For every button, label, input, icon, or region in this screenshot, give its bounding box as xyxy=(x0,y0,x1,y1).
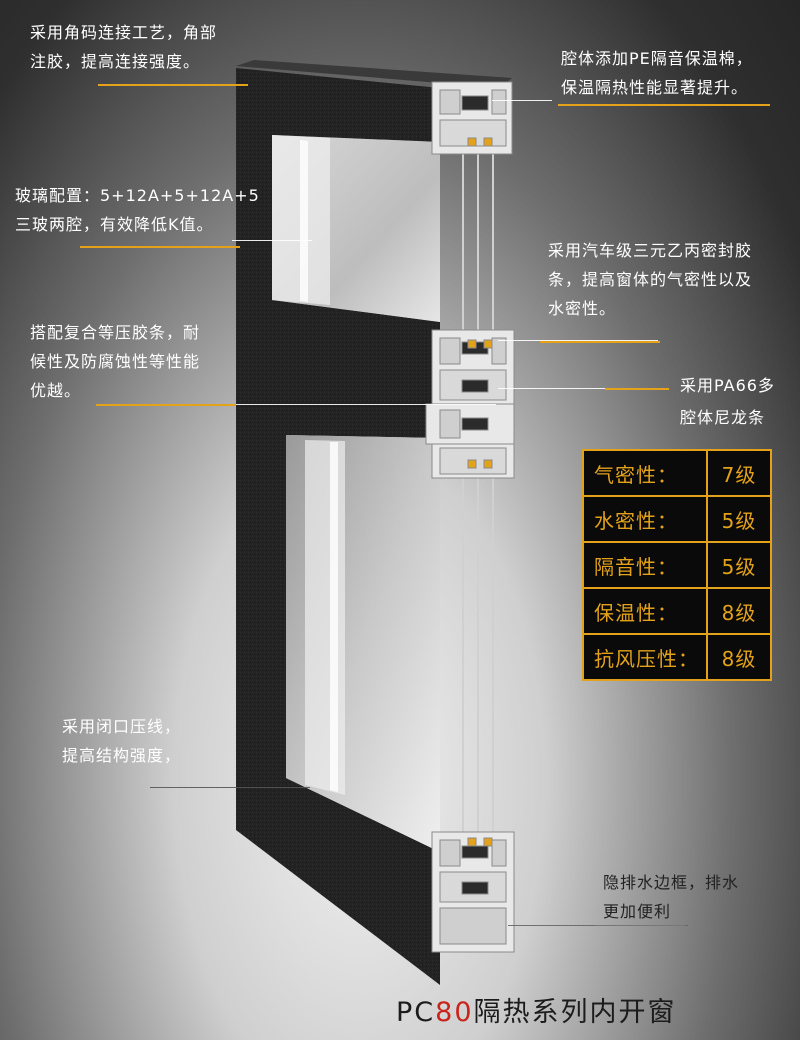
leader-pe xyxy=(492,100,552,101)
spec-value: 8级 xyxy=(706,633,772,681)
leader-epdm xyxy=(498,340,658,341)
callout-strip: 搭配复合等压胶条，耐 候性及防腐蚀性等性能 优越。 xyxy=(30,323,201,400)
profile-top xyxy=(431,81,513,155)
callout-corner: 采用角码连接工艺，角部 注胶，提高连接强度。 xyxy=(30,23,218,71)
underline-pe xyxy=(558,104,770,106)
title-number: 80 xyxy=(435,997,474,1028)
spec-row: 保温性：8级 xyxy=(582,587,772,635)
spec-row: 气密性：7级 xyxy=(582,449,772,497)
leader-strip xyxy=(96,404,496,405)
spec-row: 抗风压性：8级 xyxy=(582,633,772,681)
title-suffix: 隔热系列内开窗 xyxy=(473,997,677,1028)
callout-bead: 采用闭口压线， 提高结构强度， xyxy=(62,717,182,765)
callout-glass: 玻璃配置：5+12A+5+12A+5 三玻两腔，有效降低K值。 xyxy=(15,186,260,234)
leader-pa66 xyxy=(498,388,646,389)
spec-value: 7级 xyxy=(706,449,772,497)
underline-drain xyxy=(595,925,685,926)
callout-drain: 隐排水边框，排水 更加便利 xyxy=(603,873,740,921)
spec-value: 5级 xyxy=(706,495,772,543)
spec-row: 水密性：5级 xyxy=(582,495,772,543)
spec-row: 隔音性：5级 xyxy=(582,541,772,589)
spec-label: 气密性： xyxy=(582,449,708,497)
product-title: PC80隔热系列内开窗 xyxy=(396,990,677,1029)
underline-strip xyxy=(96,404,236,406)
callout-pa66: 采用PA66多 腔体尼龙条 xyxy=(680,376,775,427)
leader-glass xyxy=(232,240,312,241)
callout-pe: 腔体添加PE隔音保温棉， 保温隔热性能显著提升。 xyxy=(561,49,753,97)
spec-value: 8级 xyxy=(706,587,772,635)
callout-epdm: 采用汽车级三元乙丙密封胶 条，提高窗体的气密性以及 水密性。 xyxy=(548,241,753,318)
frame-face xyxy=(236,68,440,985)
glass-panes-section xyxy=(462,150,494,850)
title-prefix: PC xyxy=(396,997,436,1028)
spec-value: 5级 xyxy=(706,541,772,589)
underline-pa66 xyxy=(605,388,669,390)
performance-spec-table: 气密性：7级水密性：5级隔音性：5级保温性：8级抗风压性：8级 xyxy=(582,449,772,681)
spec-label: 抗风压性： xyxy=(582,633,708,681)
underline-epdm xyxy=(540,341,660,343)
underline-corner xyxy=(98,84,248,86)
frame-top-edge xyxy=(236,60,512,88)
spec-label: 隔音性： xyxy=(582,541,708,589)
spec-label: 水密性： xyxy=(582,495,708,543)
profile-bottom xyxy=(431,831,515,953)
spec-label: 保温性： xyxy=(582,587,708,635)
leader-bead xyxy=(150,787,310,788)
underline-glass xyxy=(80,246,240,248)
